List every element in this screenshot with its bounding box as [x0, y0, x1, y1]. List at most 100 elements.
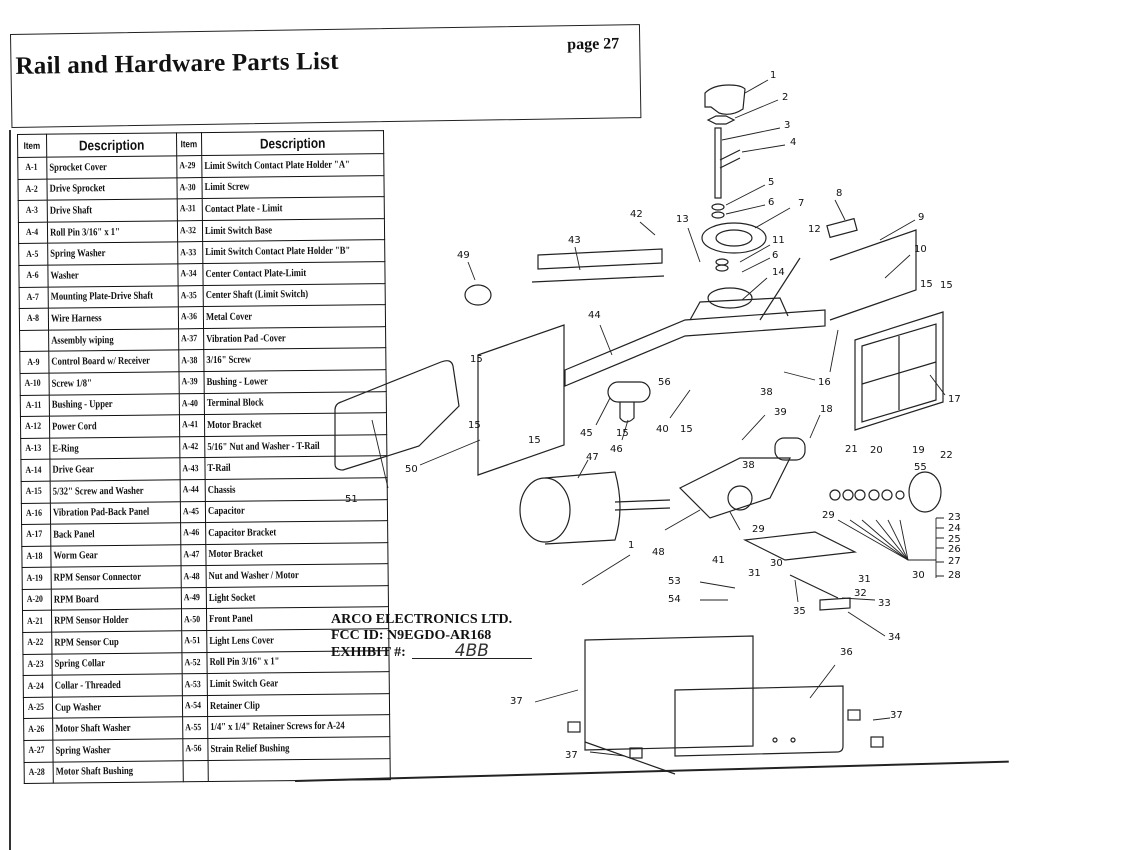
item-number-text: A-43 [182, 463, 199, 474]
callout-label: 14 [772, 267, 785, 278]
item-description-text: Limit Screw [204, 181, 250, 194]
motor-part [519, 477, 571, 543]
item-description: Sprocket Cover [46, 155, 177, 179]
item-number-text: A-42 [182, 442, 199, 453]
callout-label: 27 [948, 556, 961, 567]
item-number: A-7 [19, 286, 49, 309]
callout-label: 36 [840, 647, 853, 658]
item-number: A-14 [20, 459, 51, 482]
callout-label: 15 [528, 435, 541, 446]
item-number: A-34 [177, 263, 203, 286]
vibration-pad-part [567, 721, 581, 733]
item-description-text: Roll Pin 3/16" x 1" [49, 226, 120, 239]
callout-label: 4 [790, 137, 796, 148]
item-number-text: A-28 [28, 767, 45, 778]
item-description: Drive Sprocket [46, 177, 178, 201]
item-number-text: A-56 [185, 744, 202, 755]
callout-label: 6 [768, 197, 774, 208]
collar-washer-part [854, 489, 866, 501]
item-number: A-16 [21, 502, 51, 525]
roll-pin-part [719, 149, 741, 161]
item-number-text: A-23 [27, 659, 44, 670]
item-number: A-6 [18, 265, 49, 288]
metal-cover-hole [772, 737, 778, 743]
item-description: Control Board w/ Receiver [48, 350, 179, 374]
mounting-plate-inner [715, 229, 753, 247]
item-description-text: Contact Plate - Limit [204, 203, 283, 216]
callout-label: 23 [948, 512, 961, 523]
item-description-text: Power Cord [52, 421, 97, 433]
callout-label: 54 [668, 594, 681, 605]
item-description: RPM Sensor Cup [51, 630, 182, 654]
item-description: Back Panel [50, 522, 181, 546]
header-item-2-text: Item [180, 138, 198, 150]
item-description-text: Drive Shaft [49, 205, 93, 217]
light-lens-cover-part [334, 360, 460, 471]
item-number-text: A-48 [183, 571, 200, 582]
item-description-text: 3/16" Screw [206, 354, 251, 367]
item-description-text: Wire Harness [50, 313, 102, 325]
item-number: A-50 [181, 609, 207, 631]
item-number: A-4 [18, 221, 48, 244]
item-description-text: RPM Sensor Connector [53, 571, 142, 584]
callout-label: 41 [712, 555, 725, 566]
item-number: A-25 [23, 697, 53, 719]
collar-washer-part [829, 489, 841, 501]
front-panel-part [477, 324, 565, 476]
collar-washer-part [842, 489, 854, 501]
item-number: A-54 [182, 695, 208, 718]
item-description-text: T-Rail [207, 462, 231, 475]
callout-label: 28 [948, 570, 961, 581]
item-description: Worm Gear [50, 544, 181, 568]
leader-lines [371, 79, 946, 757]
item-number: A-46 [180, 522, 206, 545]
callout-label: 56 [658, 377, 671, 388]
vibration-pad-part [629, 747, 643, 759]
item-number-text: A-39 [181, 377, 198, 388]
header-description-text: Description [78, 136, 145, 154]
item-description: RPM Sensor Holder [51, 609, 182, 633]
item-number-text: A-25 [28, 702, 45, 714]
item-number-text: A-47 [183, 550, 200, 561]
item-number: A-41 [179, 414, 205, 437]
item-description: Power Cord [49, 414, 180, 438]
callout-label: 42 [630, 209, 643, 220]
page-number: page 27 [567, 35, 620, 54]
item-number-text: A-5 [25, 249, 39, 260]
item-description-text: Assembly wiping [51, 334, 114, 347]
item-description-text: Vibration Pad-Back Panel [52, 506, 150, 519]
collar-washer-part [895, 490, 905, 500]
item-number-text: A-7 [26, 292, 39, 303]
item-number-text: A-55 [185, 722, 202, 734]
item-description: Assembly wiping [48, 328, 179, 352]
item-number: A-2 [17, 178, 48, 201]
bushing-upper-part [715, 258, 729, 266]
metal-cover-part [584, 635, 754, 751]
item-number-text: A-10 [24, 378, 41, 390]
callout-label: 35 [793, 606, 806, 617]
chassis-part [564, 309, 826, 387]
item-number: A-29 [176, 155, 202, 178]
item-number-text: A-38 [181, 355, 198, 366]
item-description-text: Bushing - Upper [51, 399, 113, 411]
item-description-text: Drive Gear [52, 464, 94, 476]
item-number-text: A-33 [180, 247, 197, 258]
mounting-plate-part [701, 222, 767, 254]
item-description: Washer [47, 263, 178, 287]
callout-label: 2 [782, 92, 788, 103]
item-description-text: Vibration Pad -Cover [205, 332, 286, 345]
motor-shaft [614, 499, 671, 503]
item-number-text: A-44 [182, 485, 199, 496]
item-number-text: A-17 [26, 530, 43, 541]
callout-label: 49 [457, 250, 470, 261]
item-description-text: RPM Board [53, 593, 99, 606]
item-number-text: A-31 [179, 204, 196, 215]
exhibit-label: EXHIBIT #: [331, 645, 406, 660]
callout-label: 20 [870, 445, 883, 456]
item-number-text: A-54 [185, 701, 202, 712]
washer-part [711, 211, 725, 219]
callout-label: 11 [772, 235, 785, 246]
item-number: A-49 [181, 587, 207, 610]
item-description: RPM Sensor Connector [51, 566, 182, 590]
limit-switch-base-part [742, 531, 858, 561]
